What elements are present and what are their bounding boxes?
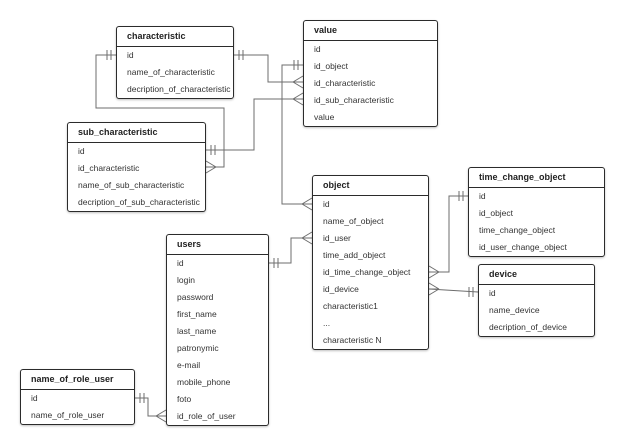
value-field: id_characteristic xyxy=(314,78,376,88)
entity-device[interactable]: device id name_device decription_of_device xyxy=(478,264,595,337)
name-of-role-user-field: id xyxy=(31,393,38,403)
relationship-line xyxy=(428,282,479,297)
name-of-role-user-title: name_of_role_user xyxy=(21,370,134,390)
sub-characteristic-field: id_characteristic xyxy=(78,163,140,173)
users-field: foto xyxy=(177,394,192,404)
object-field: id xyxy=(323,199,330,209)
characteristic-field: id xyxy=(127,50,134,60)
object-field: characteristic N xyxy=(323,335,382,345)
users-field: password xyxy=(177,292,214,302)
relationship-line xyxy=(269,231,313,268)
device-field: id xyxy=(489,288,496,298)
users-field: patronymic xyxy=(177,343,219,353)
relationship-line xyxy=(135,393,167,423)
value-field: id_sub_characteristic xyxy=(314,95,394,105)
entity-value[interactable]: value id id_object id_characteristic id_sub_… xyxy=(303,20,438,127)
object-field: time_add_object xyxy=(323,250,386,260)
value-field: value xyxy=(314,112,335,122)
sub-characteristic-field: name_of_sub_characteristic xyxy=(78,180,185,190)
value-title: value xyxy=(304,21,437,41)
object-field: id_user xyxy=(323,233,351,243)
relationship-line xyxy=(206,92,304,155)
object-field: id_device xyxy=(323,284,359,294)
time-change-object-field: id_object xyxy=(479,208,514,218)
users-field: mobile_phone xyxy=(177,377,231,387)
users-field: last_name xyxy=(177,326,217,336)
users-title: users xyxy=(167,235,268,255)
sub-characteristic-field: decription_of_sub_characteristic xyxy=(78,197,200,207)
object-field: name_of_object xyxy=(323,216,384,226)
relationship-line xyxy=(95,50,225,174)
users-field: first_name xyxy=(177,309,217,319)
relationship-line xyxy=(281,60,313,211)
time-change-object-field: id xyxy=(479,191,486,201)
relationship-line xyxy=(234,50,304,89)
relationship-line xyxy=(428,191,468,279)
device-field: name_device xyxy=(489,305,540,315)
characteristic-title: characteristic xyxy=(117,27,233,47)
users-field: e-mail xyxy=(177,360,201,370)
time-change-object-field: id_user_change_object xyxy=(479,242,567,252)
characteristic-field: name_of_characteristic xyxy=(127,67,215,77)
characteristic-field: decription_of_characteristic xyxy=(127,84,231,94)
time-change-object-title: time_change_object xyxy=(469,168,604,188)
object-field: ... xyxy=(323,318,331,328)
device-title: device xyxy=(479,265,594,285)
device-field: decription_of_device xyxy=(489,322,567,332)
sub-characteristic-field: id xyxy=(78,146,85,156)
value-field: id_object xyxy=(314,61,349,71)
users-field: login xyxy=(177,275,195,285)
name-of-role-user-field: name_of_role_user xyxy=(31,410,105,420)
object-title: object xyxy=(313,176,428,196)
time-change-object-field: time_change_object xyxy=(479,225,556,235)
entity-object[interactable]: object id name_of_object id_user time_add_ob… xyxy=(312,175,429,350)
object-field: id_time_change_object xyxy=(323,267,411,277)
sub-characteristic-title: sub_characteristic xyxy=(68,123,205,143)
users-field: id_role_of_user xyxy=(177,411,236,421)
users-field: id xyxy=(177,258,184,268)
object-field: characteristic1 xyxy=(323,301,378,311)
value-field: id xyxy=(314,44,321,54)
